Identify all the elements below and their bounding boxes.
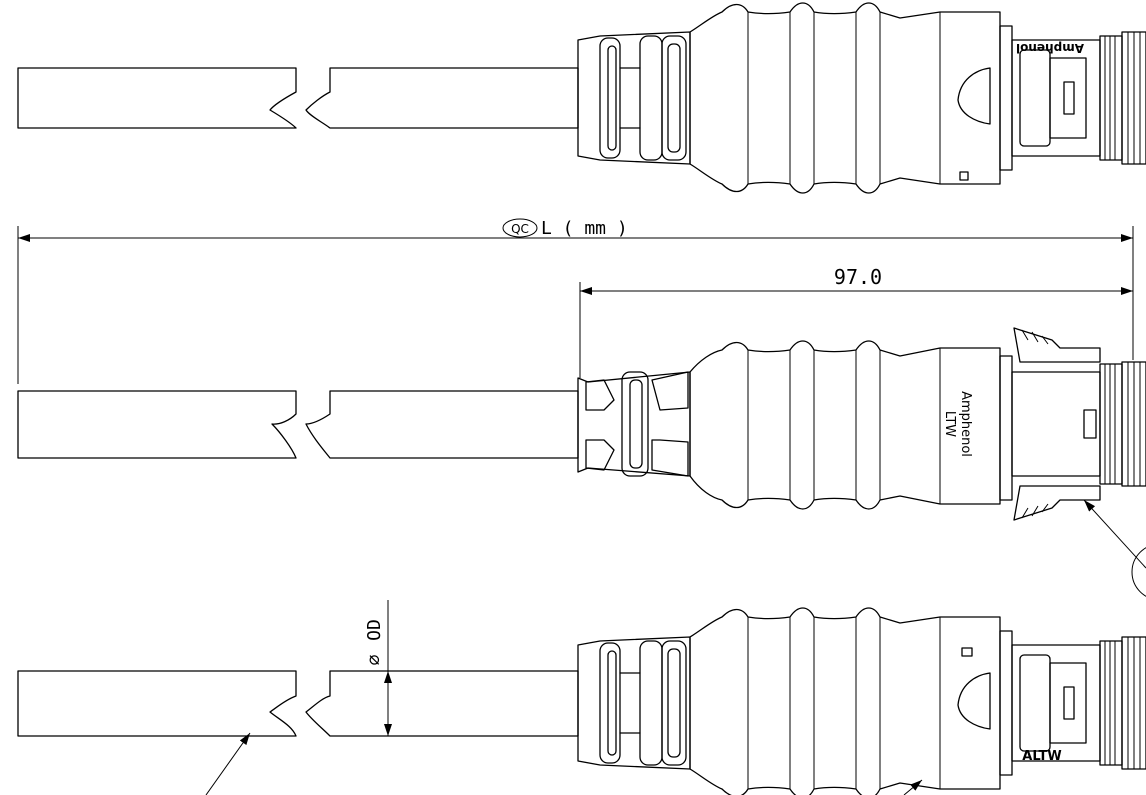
cable-left-segment-top <box>17 67 297 129</box>
item-balloon <box>1131 547 1146 597</box>
brand-marking-top: Amphenol <box>1016 41 1084 55</box>
overmold-length-value: 97.0 <box>834 265 882 289</box>
bottom-view: ALTW ⌀ OD <box>17 600 1146 795</box>
od-label: OD <box>364 619 385 641</box>
overall-length-dimension: QC L ( mm ) <box>17 218 1134 384</box>
qc-symbol: QC <box>502 218 538 238</box>
overmold-length-dimension: 97.0 <box>579 265 1133 378</box>
cable-left-segment-side <box>17 390 297 459</box>
od-symbol: ⌀ <box>364 654 385 665</box>
cable-right-segment-bottom <box>305 670 579 737</box>
cable-right-segment-side <box>305 390 579 459</box>
od-dimension: ⌀ OD <box>364 600 392 736</box>
brand-marking-side-line1: Amphenol <box>958 391 973 457</box>
brand-marking-bottom: ALTW <box>1022 749 1061 764</box>
overall-length-label: L ( mm ) <box>541 218 628 239</box>
side-view: Amphenol LTW <box>17 327 1146 597</box>
brand-marking-side-line2: LTW <box>942 411 957 437</box>
cable-right-segment-top <box>305 67 579 129</box>
top-view: Amphenol <box>17 2 1146 194</box>
cable-left-segment-bottom <box>17 670 297 737</box>
qc-symbol-text: QC <box>511 222 529 236</box>
